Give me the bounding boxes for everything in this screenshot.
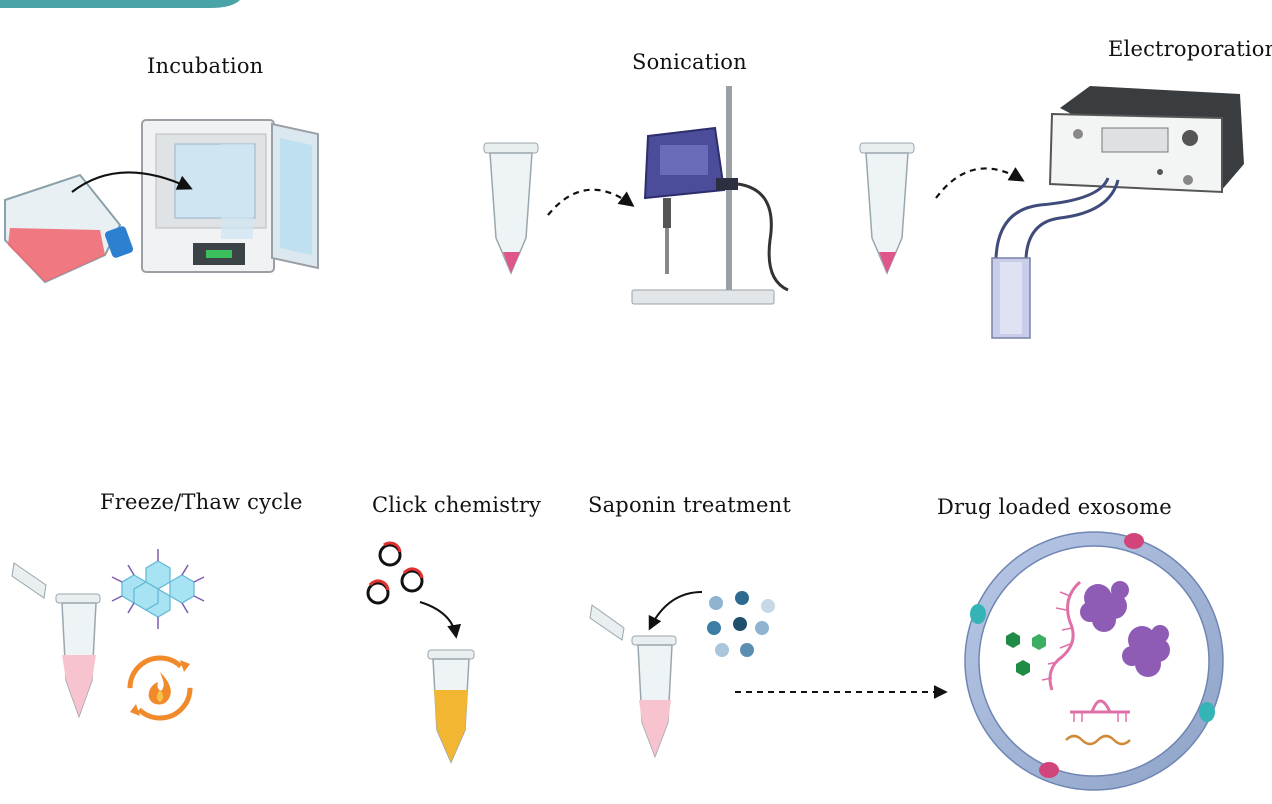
label-sonication: Sonication — [632, 50, 747, 74]
click-reagent-icon — [366, 541, 424, 605]
incubator-icon — [141, 119, 319, 273]
arrow-tube-to-electroporator — [935, 167, 1025, 199]
header-bar-fragment — [0, 0, 240, 8]
sonicator-icon — [631, 86, 789, 305]
label-drug-loaded-exosome: Drug loaded exosome — [937, 495, 1172, 519]
electrode-wire-1 — [994, 177, 1110, 259]
arrow-saponin-to-tube — [648, 591, 703, 631]
saponin-particles-icon — [707, 591, 775, 657]
label-electroporation: Electroporation — [1108, 37, 1272, 61]
label-incubation: Incubation — [147, 54, 264, 78]
label-click-chemistry: Click chemistry — [372, 493, 542, 517]
tube-icon-click — [427, 649, 475, 764]
cell-culture-flask-icon — [4, 173, 133, 284]
arrow-tube-to-sonicator — [547, 188, 635, 216]
tube-icon-electroporation — [859, 142, 915, 275]
label-freeze-thaw: Freeze/Thaw cycle — [100, 490, 303, 514]
electrode-wire-2 — [1024, 179, 1120, 259]
label-saponin: Saponin treatment — [588, 493, 792, 517]
exosome-icon — [964, 531, 1224, 791]
tube-icon-sonication — [483, 142, 539, 275]
flame-cycle-icon — [127, 655, 193, 721]
arrow-flask-to-incubator — [71, 171, 193, 193]
tube-icon-freeze-thaw — [11, 562, 101, 719]
cuvette-icon — [991, 257, 1031, 339]
tube-icon-saponin — [589, 604, 677, 759]
arrow-click-to-tube — [419, 601, 462, 639]
electroporator-icon — [1048, 86, 1244, 194]
ice-crystal-icon — [111, 549, 205, 629]
